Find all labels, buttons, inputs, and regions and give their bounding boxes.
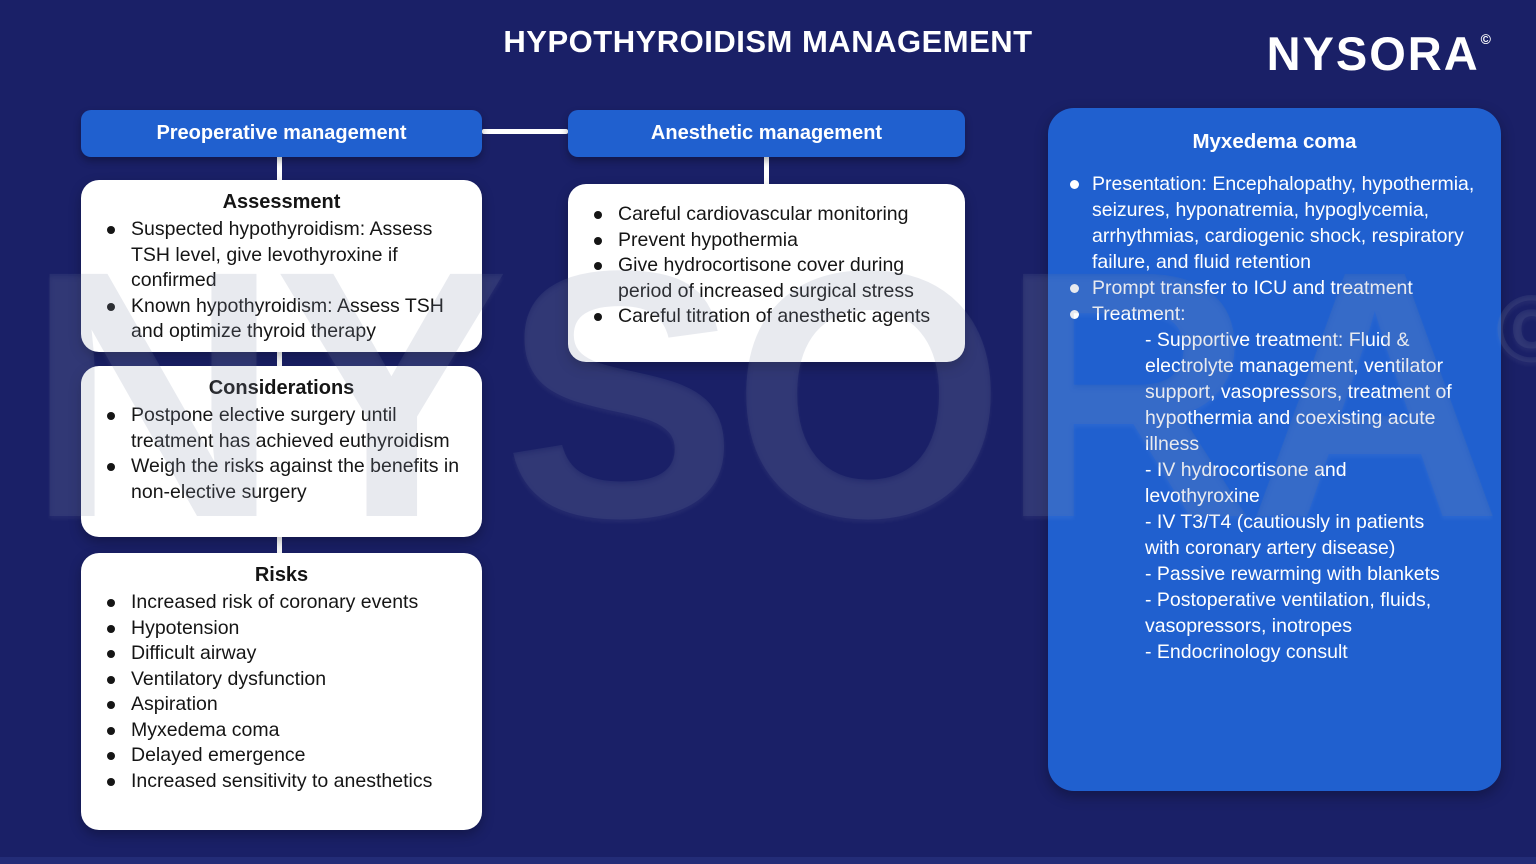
list-item: Increased risk of coronary events: [107, 590, 468, 616]
list-item: Treatment:: [1070, 301, 1477, 327]
list-item-text: - Endocrinology consult: [1145, 641, 1348, 663]
bullet-icon: [107, 599, 115, 607]
bullet-icon: [594, 262, 602, 270]
bullet-icon: [107, 675, 115, 684]
list-item-text: Hypotension: [131, 616, 240, 639]
bullet-icon: [107, 752, 115, 760]
list-item-text: Known hypothyroidism: Assess TSH and opt…: [131, 294, 444, 343]
preoperative-management-header: Preoperative management: [81, 110, 482, 157]
list-item-text: Difficult airway: [131, 642, 257, 664]
myxedema-coma-title: Myxedema coma: [1192, 130, 1357, 153]
list-item-text: Weigh the risks against the benefits in …: [131, 455, 460, 503]
considerations-list: Postpone elective surgery until treatmen…: [81, 403, 468, 505]
bullet-icon: [107, 701, 115, 709]
risks-box: Risks Increased risk of coronary events …: [81, 553, 482, 830]
list-item-text: Ventilatory dysfunction: [131, 667, 327, 690]
list-item-text: Increased sensitivity to anesthetics: [131, 769, 433, 792]
connector-anesthetic-to-box: [764, 155, 769, 187]
list-item-text: Aspiration: [131, 693, 218, 715]
list-item-text: Careful titration of anesthetic agents: [618, 305, 931, 327]
list-item-text: Prompt transfer to ICU and treatment: [1092, 277, 1413, 299]
list-item: Difficult airway: [107, 641, 468, 667]
list-item: Known hypothyroidism: Assess TSH and opt…: [107, 294, 468, 345]
connector-preop-to-assessment: [277, 155, 282, 183]
list-item: Give hydrocortisone cover during period …: [594, 253, 951, 304]
list-item: - Postoperative ventilation, fluids, vas…: [1145, 587, 1460, 639]
page-title: HYPOTHYROIDISM MANAGEMENT: [503, 24, 1033, 59]
bullet-icon: [107, 777, 115, 786]
risks-list: Increased risk of coronary events Hypote…: [81, 590, 468, 794]
list-item: Presentation: Encephalopathy, hypothermi…: [1070, 171, 1477, 275]
list-item-text: Give hydrocortisone cover during period …: [618, 254, 914, 302]
assessment-list: Suspected hypothyroidism: Assess TSH lev…: [81, 217, 468, 345]
list-item-text: Myxedema coma: [131, 718, 280, 741]
anesthetic-list: Careful cardiovascular monitoring Preven…: [568, 202, 951, 330]
bullet-icon: [1070, 284, 1079, 293]
list-item: Aspiration: [107, 692, 468, 718]
list-item: Prevent hypothermia: [594, 228, 951, 254]
bullet-icon: [594, 313, 602, 321]
anesthetic-management-header: Anesthetic management: [568, 110, 965, 157]
list-item-text: Postpone elective surgery until treatmen…: [131, 404, 450, 452]
list-item: Careful cardiovascular monitoring: [594, 202, 951, 228]
bullet-icon: [107, 302, 115, 311]
list-item: Myxedema coma: [107, 718, 468, 744]
list-item: - Supportive treatment: Fluid & electrol…: [1145, 327, 1460, 457]
bottom-accent-band: [0, 857, 1536, 864]
list-item-text: Careful cardiovascular monitoring: [618, 203, 909, 225]
list-item-text: - IV T3/T4 (cautiously in patients with …: [1145, 511, 1425, 559]
list-item-text: Suspected hypothyroidism: Assess TSH lev…: [131, 218, 433, 291]
list-item-text: Treatment:: [1092, 303, 1186, 325]
risks-title: Risks: [254, 564, 309, 586]
connector-assessment-to-considerations: [277, 349, 282, 369]
list-item-text: Increased risk of coronary events: [131, 591, 419, 613]
assessment-title: Assessment: [222, 191, 341, 213]
bullet-icon: [107, 650, 115, 658]
list-item: Increased sensitivity to anesthetics: [107, 769, 468, 795]
bullet-icon: [107, 412, 115, 420]
nysora-logo-text: NYSORA: [1266, 27, 1480, 80]
list-item: - IV hydrocortisone and levothyroxine: [1145, 457, 1460, 509]
list-item: - Endocrinology consult: [1145, 639, 1460, 665]
connector-considerations-to-risks: [277, 534, 282, 556]
bullet-icon: [594, 236, 602, 245]
list-item: Ventilatory dysfunction: [107, 667, 468, 693]
nysora-logo: NYSORA©: [1266, 27, 1491, 80]
list-item: - Passive rewarming with blankets: [1145, 561, 1460, 587]
list-item-text: - Passive rewarming with blankets: [1145, 563, 1440, 585]
bullet-icon: [107, 463, 115, 471]
bullet-icon: [107, 624, 115, 633]
assessment-box: Assessment Suspected hypothyroidism: Ass…: [81, 180, 482, 352]
list-item: Delayed emergence: [107, 743, 468, 769]
list-item-text: - Supportive treatment: Fluid & electrol…: [1145, 329, 1452, 455]
list-item: Weigh the risks against the benefits in …: [107, 454, 468, 505]
list-item-text: - IV hydrocortisone and levothyroxine: [1145, 459, 1347, 507]
bullet-icon: [1070, 310, 1079, 319]
copyright-mark: ©: [1480, 31, 1491, 47]
bullet-icon: [1070, 180, 1079, 189]
myxedema-coma-panel: Myxedema coma Presentation: Encephalopat…: [1048, 108, 1501, 791]
list-item: Careful titration of anesthetic agents: [594, 304, 951, 330]
list-item: Suspected hypothyroidism: Assess TSH lev…: [107, 217, 468, 294]
bullet-icon: [107, 226, 115, 234]
connector-headers-horizontal: [482, 129, 568, 134]
list-item-text: Prevent hypothermia: [618, 228, 798, 251]
considerations-box: Considerations Postpone elective surgery…: [81, 366, 482, 537]
list-item: - IV T3/T4 (cautiously in patients with …: [1145, 509, 1460, 561]
list-item-text: - Postoperative ventilation, fluids, vas…: [1145, 589, 1432, 637]
anesthetic-management-box: Careful cardiovascular monitoring Preven…: [568, 184, 965, 362]
myxedema-list: Presentation: Encephalopathy, hypothermi…: [1048, 171, 1477, 665]
bullet-icon: [594, 211, 602, 219]
list-item-text: Presentation: Encephalopathy, hypothermi…: [1092, 173, 1475, 273]
list-item: Postpone elective surgery until treatmen…: [107, 403, 468, 454]
list-item: Hypotension: [107, 616, 468, 642]
watermark-copyright-mark: ©: [1495, 276, 1536, 383]
considerations-title: Considerations: [208, 377, 355, 399]
list-item: Prompt transfer to ICU and treatment: [1070, 275, 1477, 301]
bullet-icon: [107, 726, 115, 735]
list-item-text: Delayed emergence: [131, 744, 306, 766]
